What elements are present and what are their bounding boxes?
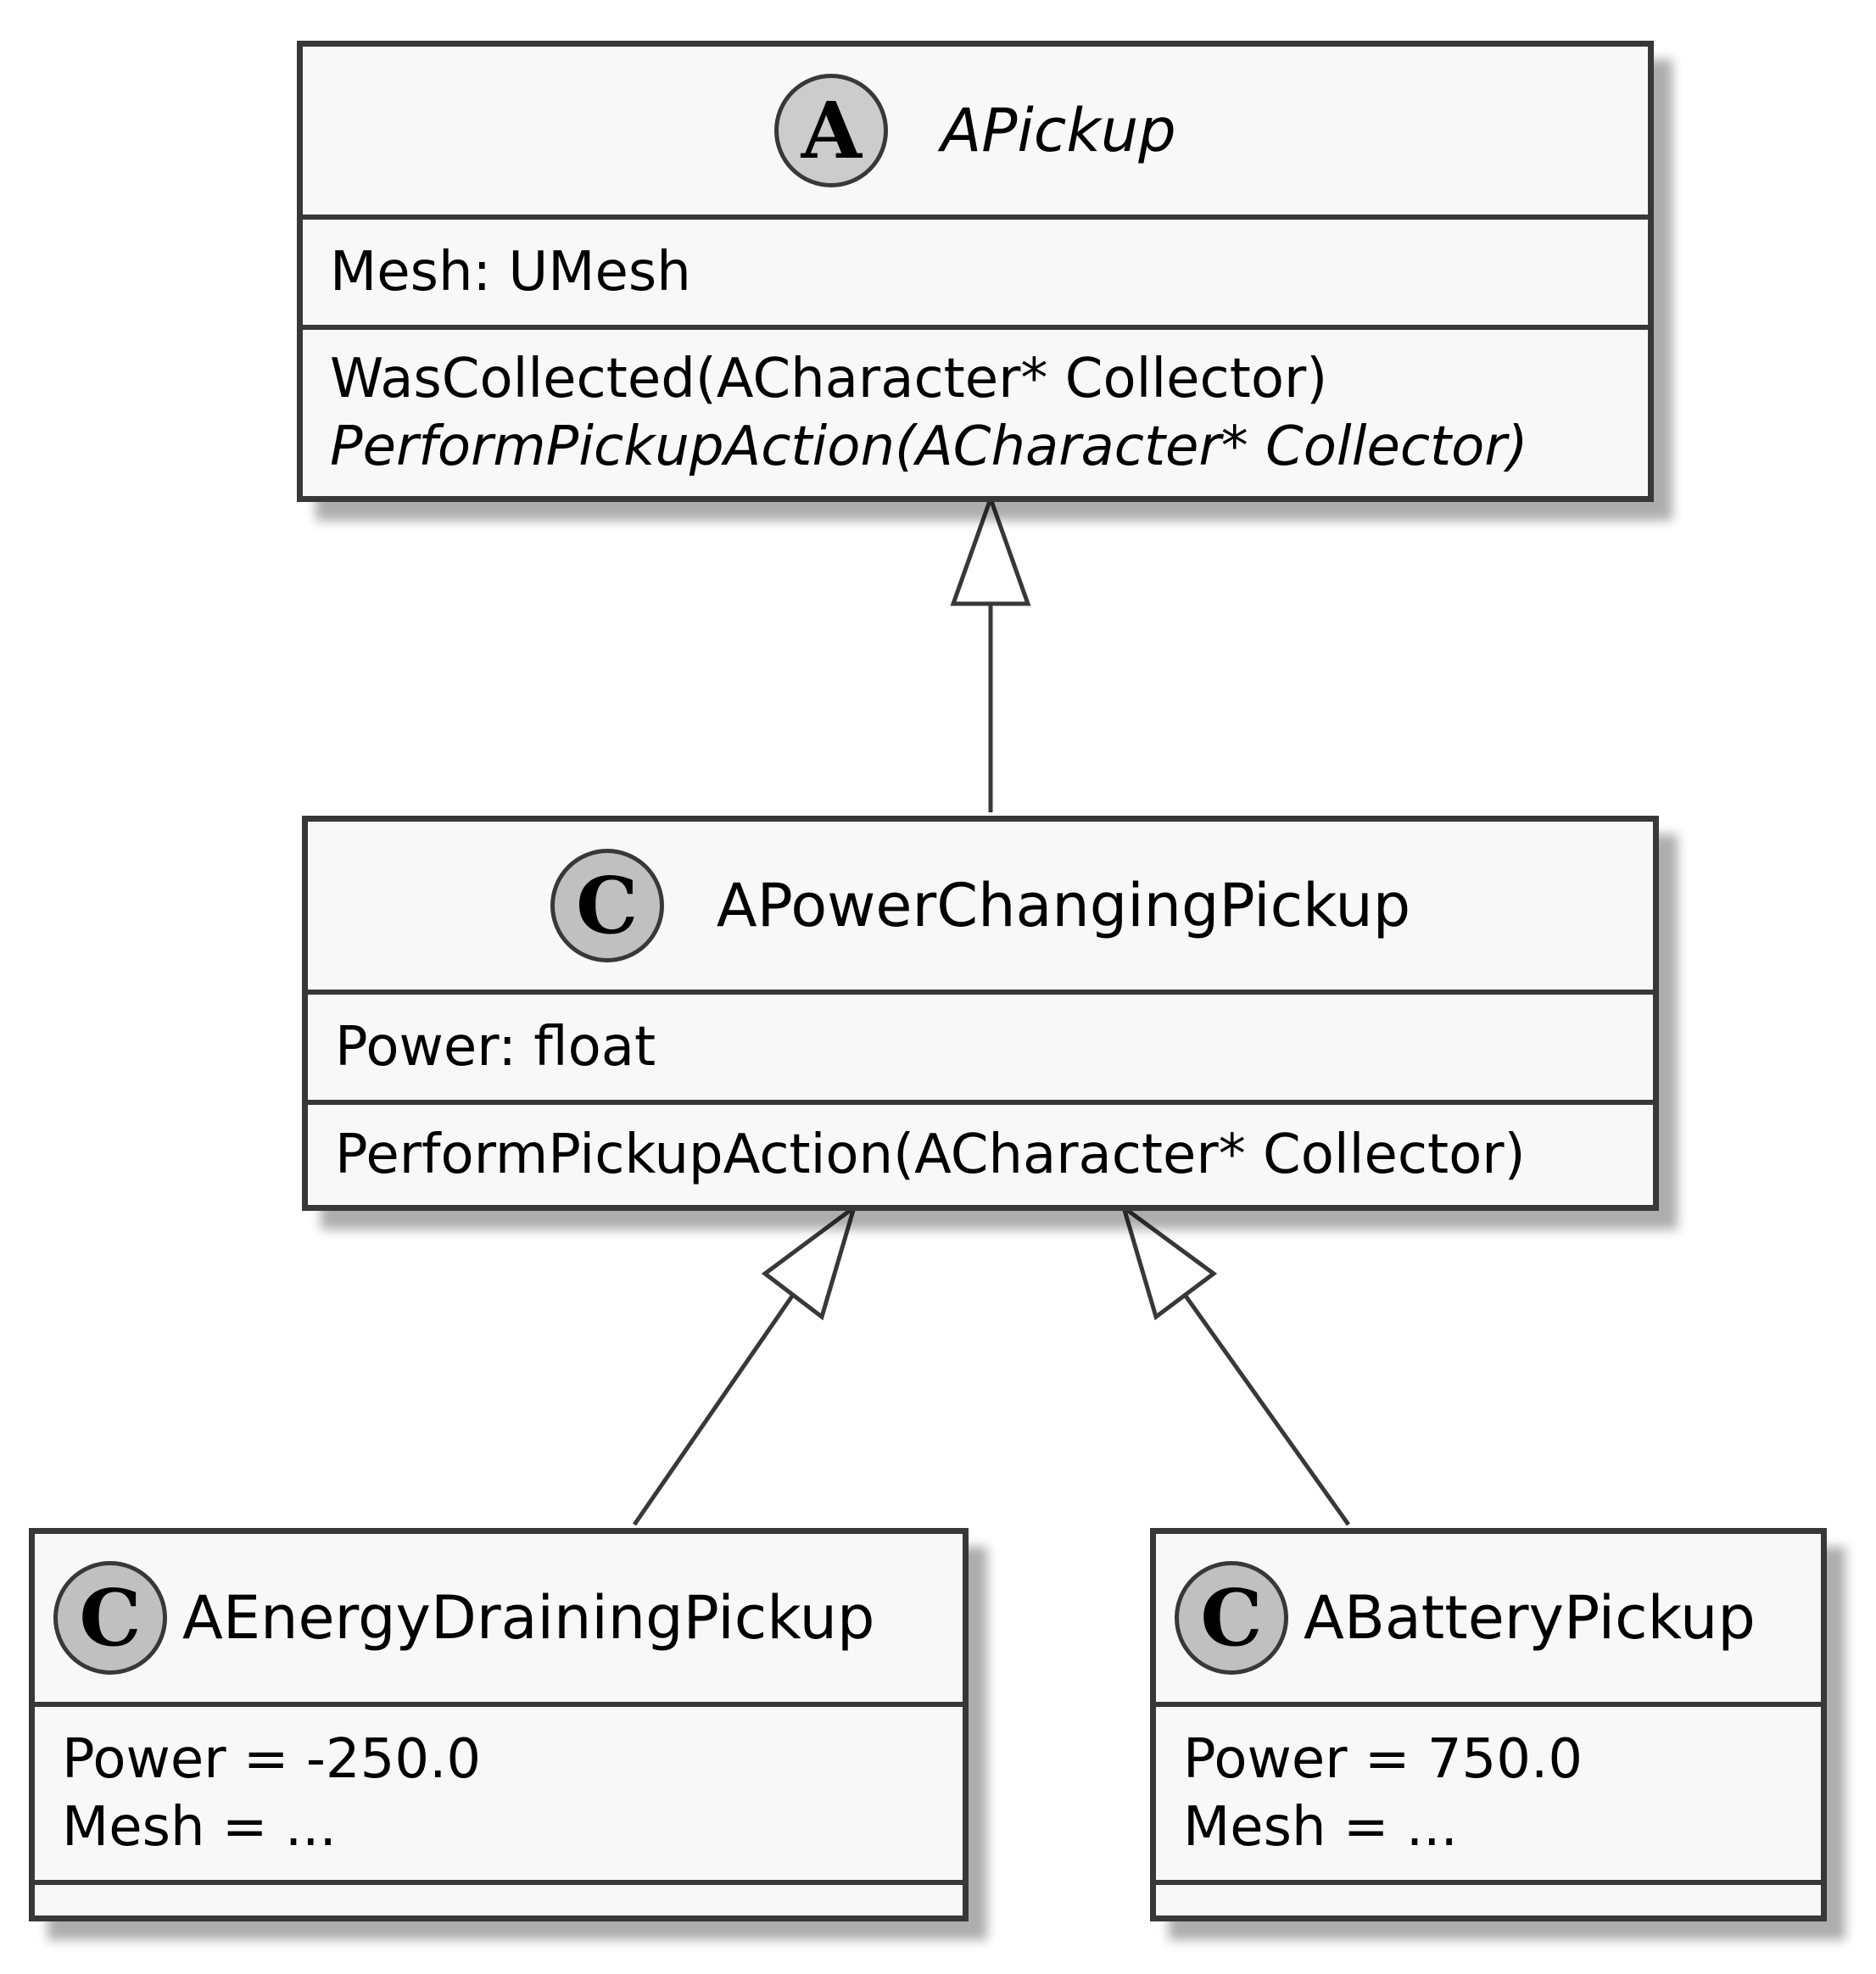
inheritance-arrowhead: [950, 492, 1031, 606]
class-name: AEnergyDrainingPickup: [182, 1583, 875, 1653]
method: WasCollected(ACharacter* Collector): [330, 348, 1328, 410]
attributes-section: Mesh: UMesh: [303, 220, 1648, 330]
class-header: C APowerChangingPickup: [308, 822, 1653, 995]
attributes-section: Power: float: [308, 995, 1653, 1105]
abstract-class-badge-icon: A: [774, 74, 889, 187]
class-badge-icon: C: [550, 849, 664, 962]
link-aenergydraining-to-apowerchanging: [632, 1293, 796, 1526]
link-abattery-to-apowerchanging: [1182, 1293, 1351, 1526]
class-apickup[interactable]: A APickup Mesh: UMesh WasCollected(AChar…: [297, 41, 1654, 502]
attribute: Power: float: [335, 1016, 656, 1079]
methods-section: WasCollected(ACharacter* Collector) Perf…: [303, 330, 1648, 496]
class-apowerchangingpickup[interactable]: C APowerChangingPickup Power: float Perf…: [302, 816, 1659, 1211]
class-aenergydrainingpickup[interactable]: C AEnergyDrainingPickup Power = -250.0 M…: [29, 1528, 969, 1921]
methods-section: [35, 1885, 963, 1915]
class-name: ABatteryPickup: [1304, 1583, 1756, 1653]
class-name: APickup: [941, 96, 1176, 165]
class-badge-icon: C: [53, 1561, 167, 1675]
attributes-section: Power = -250.0 Mesh = ...: [35, 1707, 963, 1885]
abstract-method: PerformPickupAction(ACharacter* Collecto…: [330, 415, 1528, 478]
attribute: Mesh = ...: [62, 1796, 337, 1859]
class-header: C AEnergyDrainingPickup: [35, 1534, 963, 1707]
methods-section: PerformPickupAction(ACharacter* Collecto…: [308, 1105, 1653, 1205]
class-header: C ABatteryPickup: [1156, 1534, 1821, 1707]
inheritance-arrowhead: [1119, 1202, 1218, 1321]
attribute: Mesh = ...: [1183, 1796, 1458, 1859]
methods-section: [1156, 1885, 1821, 1915]
attribute: Power = 750.0: [1183, 1728, 1583, 1791]
inheritance-arrowhead: [761, 1202, 858, 1321]
class-name: APowerChangingPickup: [716, 871, 1411, 940]
attribute: Mesh: UMesh: [330, 241, 691, 304]
class-header: A APickup: [303, 47, 1648, 220]
class-abatterypickup[interactable]: C ABatteryPickup Power = 750.0 Mesh = ..…: [1150, 1528, 1827, 1921]
method: PerformPickupAction(ACharacter* Collecto…: [335, 1124, 1526, 1186]
class-badge-icon: C: [1175, 1561, 1288, 1675]
attribute: Power = -250.0: [62, 1728, 482, 1791]
attributes-section: Power = 750.0 Mesh = ...: [1156, 1707, 1821, 1885]
